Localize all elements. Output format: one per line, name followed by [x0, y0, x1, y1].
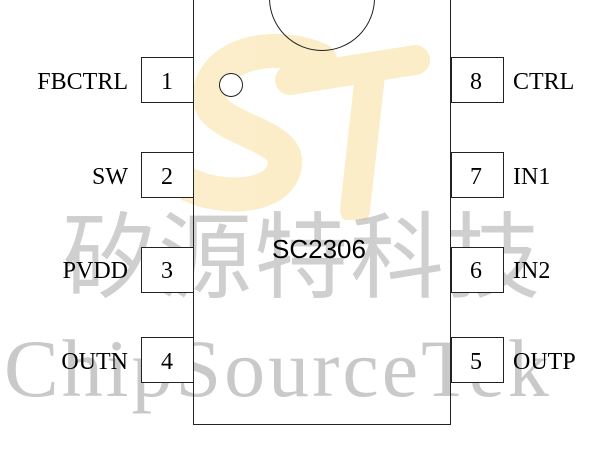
pin1-indicator-dot [219, 73, 243, 97]
pin-box-3 [141, 247, 194, 293]
pin-number-6: 6 [470, 258, 482, 284]
pin-label-in1: IN1 [513, 164, 551, 190]
chip-body [193, 0, 451, 425]
pin-box-1 [141, 57, 194, 103]
st-logo-watermark [173, 33, 430, 220]
logo-t-bar [275, 45, 430, 95]
pin-label-sw: SW [92, 164, 128, 190]
pin-box-7 [451, 152, 504, 198]
pin-box-8 [451, 57, 504, 103]
logo-t-stem [340, 60, 385, 220]
pin-number-7: 7 [470, 164, 482, 190]
pin-number-4: 4 [161, 349, 173, 375]
pin-number-8: 8 [470, 69, 482, 95]
pin-box-4 [141, 337, 194, 383]
pin-box-2 [141, 152, 194, 198]
pin-label-outp: OUTP [513, 349, 576, 375]
pin-number-5: 5 [470, 349, 482, 375]
pin-number-2: 2 [161, 164, 173, 190]
pin-label-outn: OUTN [61, 349, 128, 375]
pin-number-3: 3 [161, 258, 173, 284]
pin-label-in2: IN2 [513, 258, 551, 284]
pin-label-pvdd: PVDD [62, 258, 128, 284]
pin-number-1: 1 [161, 69, 173, 95]
logo-s-stroke [173, 33, 337, 212]
pin-box-5 [451, 337, 504, 383]
pin-label-fbctrl: FBCTRL [37, 69, 128, 95]
pin-label-ctrl: CTRL [513, 69, 575, 95]
part-number: SC2306 [272, 234, 366, 264]
pin-box-6 [451, 247, 504, 293]
